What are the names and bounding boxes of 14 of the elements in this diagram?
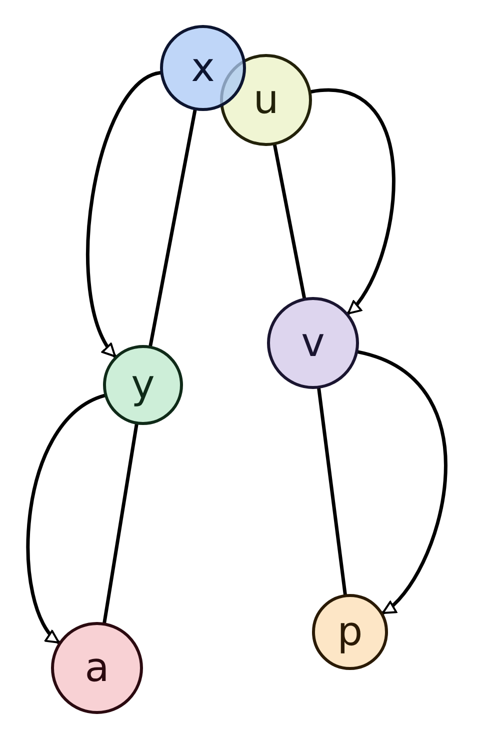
node-label: p [337, 612, 363, 652]
connector-line [272, 143, 306, 300]
connector-line [102, 422, 138, 624]
arrow [356, 350, 447, 615]
node-label: y [131, 365, 155, 405]
node-label: v [301, 323, 325, 363]
arrow [26, 394, 106, 644]
connector-line [148, 108, 197, 348]
node-label: u [253, 80, 279, 120]
arrow [86, 71, 162, 358]
arrow [310, 88, 396, 316]
connector-line [317, 386, 347, 596]
node-label: a [84, 648, 110, 688]
node-label: x [191, 48, 215, 88]
